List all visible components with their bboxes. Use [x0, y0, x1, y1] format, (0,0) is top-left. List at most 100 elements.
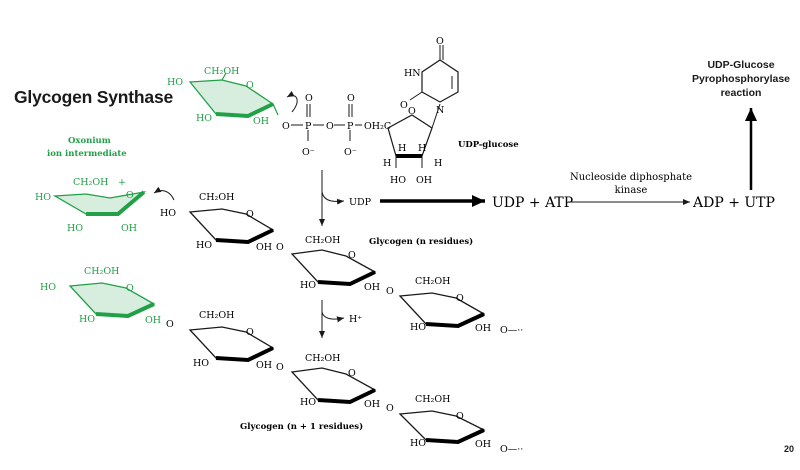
glycogen-n1-r2-ch2oh: CH₂OH	[305, 353, 340, 364]
glucose-ring-oxygen: O	[246, 80, 254, 91]
glycogen-n1-r3-ho-3: HO	[410, 438, 426, 449]
glycogen-n1-residue-2: CH₂OH O HO OH O	[290, 353, 394, 414]
glycogen-n-r1-ring-oxygen: O	[246, 209, 254, 220]
udp-glucose-glucose-ring: CH₂OH O HO HO OH	[167, 66, 279, 127]
glycogen-n-r3-ho-3: HO	[410, 322, 426, 333]
glycogen-n1-label: Glycogen (n + 1 residues)	[240, 421, 363, 432]
udp-moiety: O P O P OH₂C O O O⁻ O⁻ O H H H	[282, 36, 519, 186]
glycogen-n1-r3-ring-oxygen: O	[456, 411, 464, 422]
phosphate-o-minus-alpha: O⁻	[302, 147, 315, 158]
new-residue-ho-4: HO	[40, 282, 56, 293]
glucose-ho-4: HO	[167, 77, 183, 88]
udp-glucose-label: UDP-glucose	[458, 140, 519, 150]
glycogen-n1-r3-ch2oh: CH₂OH	[415, 394, 450, 405]
glycogen-n1-r1-ho-3: HO	[193, 358, 209, 369]
glycogen-n1-chain-continues: O—··	[500, 444, 523, 455]
kinase-label-line-2: kinase	[615, 185, 648, 196]
ribose-h-1: H	[434, 158, 442, 169]
electron-push-arrow-2	[153, 186, 175, 201]
electron-push-arrow-1	[286, 90, 298, 113]
oxonium-label-line-2: ion intermediate	[47, 149, 127, 159]
uracil-nh: HN	[404, 68, 421, 79]
glycogen-n-r1-oh-2: OH	[256, 242, 272, 253]
phosphate-o-minus-beta: O⁻	[344, 147, 357, 158]
udp-release-arrow: UDP	[319, 170, 372, 226]
phosphoryl-oxygen-alpha: O	[305, 93, 313, 104]
new-residue-ring-oxygen: O	[126, 283, 134, 294]
glycogen-n-r3-ring-oxygen: O	[456, 293, 464, 304]
glycogen-n1-r3-oh-2: OH	[475, 439, 491, 450]
proton-release-arrow: H⁺	[319, 300, 362, 338]
glycogen-n-link-oxygen-1: O	[276, 242, 284, 253]
pyrophosphorylase-label-line-3: reaction	[720, 87, 762, 99]
kinase-label-line-1: Nucleoside diphosphate	[570, 172, 692, 183]
glycogen-n-r1-ho-3: HO	[196, 240, 212, 251]
glycogen-n1-residue-3: CH₂OH O HO OH O—··	[398, 394, 523, 455]
oxonium-ho-3: HO	[67, 223, 83, 234]
oxonium-intermediate: Oxonium ion intermediate CH₂OH + O HO HO…	[35, 136, 147, 234]
glycogen-n1-link-oxygen-2: O	[386, 403, 394, 414]
glycogen-n-r1-ch2oh: CH₂OH	[199, 192, 234, 203]
glycogen-n-r3-oh-2: OH	[475, 323, 491, 334]
udp-released-label: UDP	[349, 197, 372, 208]
oh2c-group: OH₂C	[364, 121, 391, 132]
glycogen-n-chain-continues: O—··	[500, 325, 523, 336]
glycogen-n-residue-1: HO CH₂OH O HO OH O	[160, 192, 284, 253]
new-residue-ho-3: HO	[79, 314, 95, 325]
glycogen-n-residue-3: CH₂OH O HO OH O—··	[398, 276, 523, 336]
reaction-left-side: UDP + ATP	[492, 195, 573, 211]
glycogen-n-r1-ho-4: HO	[160, 208, 176, 219]
glycogen-n1-residue-1: CH₂OH O HO OH O	[188, 310, 284, 373]
proton-label: H⁺	[349, 314, 362, 325]
uracil-n1: N	[436, 105, 444, 116]
new-residue-ch2oh: CH₂OH	[84, 266, 119, 277]
glycogen-n1-link-oxygen-1: O	[276, 362, 284, 373]
glycogen-n-r2-ch2oh: CH₂OH	[305, 235, 340, 246]
glycogen-n1-r2-ho-3: HO	[300, 397, 316, 408]
glycogen-n-label: Glycogen (n residues)	[369, 236, 473, 247]
new-link-oxygen: O	[166, 319, 174, 330]
ribose-oh-2: OH	[416, 175, 432, 186]
glycogen-n-r2-ho-3: HO	[300, 280, 316, 291]
ribose-ring-oxygen: O	[408, 106, 416, 117]
uracil-c4-oxygen: O	[436, 36, 444, 47]
slide-title: Glycogen Synthase	[14, 87, 174, 107]
glucose-oh-2: OH	[253, 116, 269, 127]
glycogen-n1-r1-ring-oxygen: O	[246, 327, 254, 338]
glycosidic-oxygen: O	[282, 121, 290, 132]
uracil-c2-oxygen: O	[400, 100, 408, 111]
pyrophosphorylase-label-line-2: Pyrophosphorylase	[691, 73, 791, 85]
glycogen-n1-r1-ch2oh: CH₂OH	[199, 310, 234, 321]
glycogen-n1-r2-oh-2: OH	[364, 399, 380, 410]
page-number: 20	[784, 444, 795, 454]
pyrophosphorylase-label: UDP-Glucose Pyrophosphorylase reaction	[685, 58, 797, 100]
glucose-ch2oh: CH₂OH	[204, 66, 239, 77]
oxonium-oh-2: OH	[121, 223, 137, 234]
ribose-h-3: H	[398, 143, 406, 154]
glycogen-n-r3-ch2oh: CH₂OH	[415, 276, 450, 287]
glycogen-n-residue-2: CH₂OH O HO OH O	[290, 235, 394, 297]
ribose-h-2: H	[418, 143, 426, 154]
new-residue-oh-2: OH	[145, 315, 161, 326]
glycogen-n1-r1-oh-2: OH	[256, 360, 272, 371]
reaction-right-side: ADP + UTP	[692, 195, 775, 211]
phosphorus-alpha: P	[305, 121, 312, 132]
ribose-h-4: H	[383, 158, 391, 169]
bridge-oxygen: O	[326, 121, 334, 132]
oxonium-label-line-1: Oxonium	[68, 136, 111, 146]
glycogen-n-link-oxygen-2: O	[386, 286, 394, 297]
phosphoryl-oxygen-beta: O	[347, 93, 355, 104]
phosphorus-beta: P	[347, 121, 354, 132]
glycogen-n1-r2-ring-oxygen: O	[348, 368, 356, 379]
glycogen-n1-green-residue: HO CH₂OH O HO OH O	[40, 266, 174, 330]
glycogen-n-r2-ring-oxygen: O	[348, 250, 356, 261]
pyrophosphorylase-label-line-1: UDP-Glucose	[707, 59, 775, 71]
glucose-ho-3: HO	[196, 113, 212, 124]
oxonium-ring-oxygen: O	[126, 190, 134, 201]
oxonium-ho-4: HO	[35, 192, 51, 203]
oxonium-ch2oh: CH₂OH	[73, 177, 108, 188]
oxonium-charge: +	[118, 177, 126, 188]
ribose-ho-3: HO	[390, 175, 406, 186]
